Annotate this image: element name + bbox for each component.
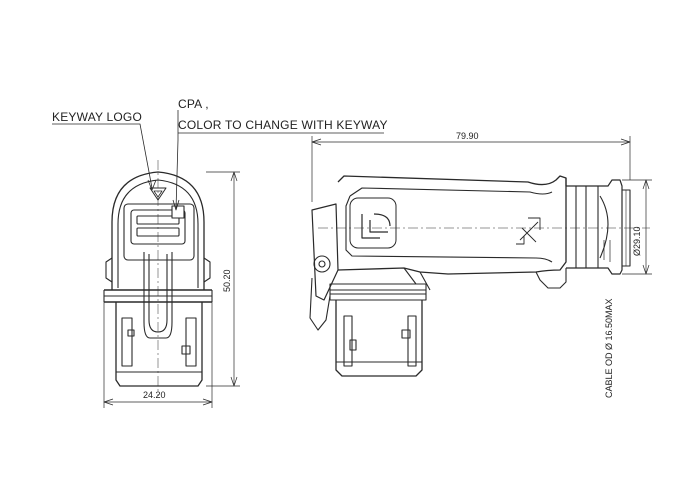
dim-diameter [622,179,652,275]
cpa-label: CPA , [178,97,209,111]
dim-length [311,136,631,202]
dim-length-text: 79.90 [456,131,479,141]
dim-width-text: 24.20 [143,390,166,400]
dim-cable-od [603,240,611,262]
keyway-logo-label: KEYWAY LOGO [52,110,143,124]
callout-leaders [52,110,384,211]
dim-height-text: 50.20 [222,269,232,292]
dim-diameter-text: Ø29.10 [632,226,642,256]
front-view [103,160,213,396]
dim-cable-od-text: CABLE OD Ø 16.50MAX [604,298,614,398]
dim-height [206,171,240,387]
side-view [309,175,650,377]
dim-width [103,302,213,408]
cpa-note-label: COLOR TO CHANGE WITH KEYWAY [178,118,388,132]
